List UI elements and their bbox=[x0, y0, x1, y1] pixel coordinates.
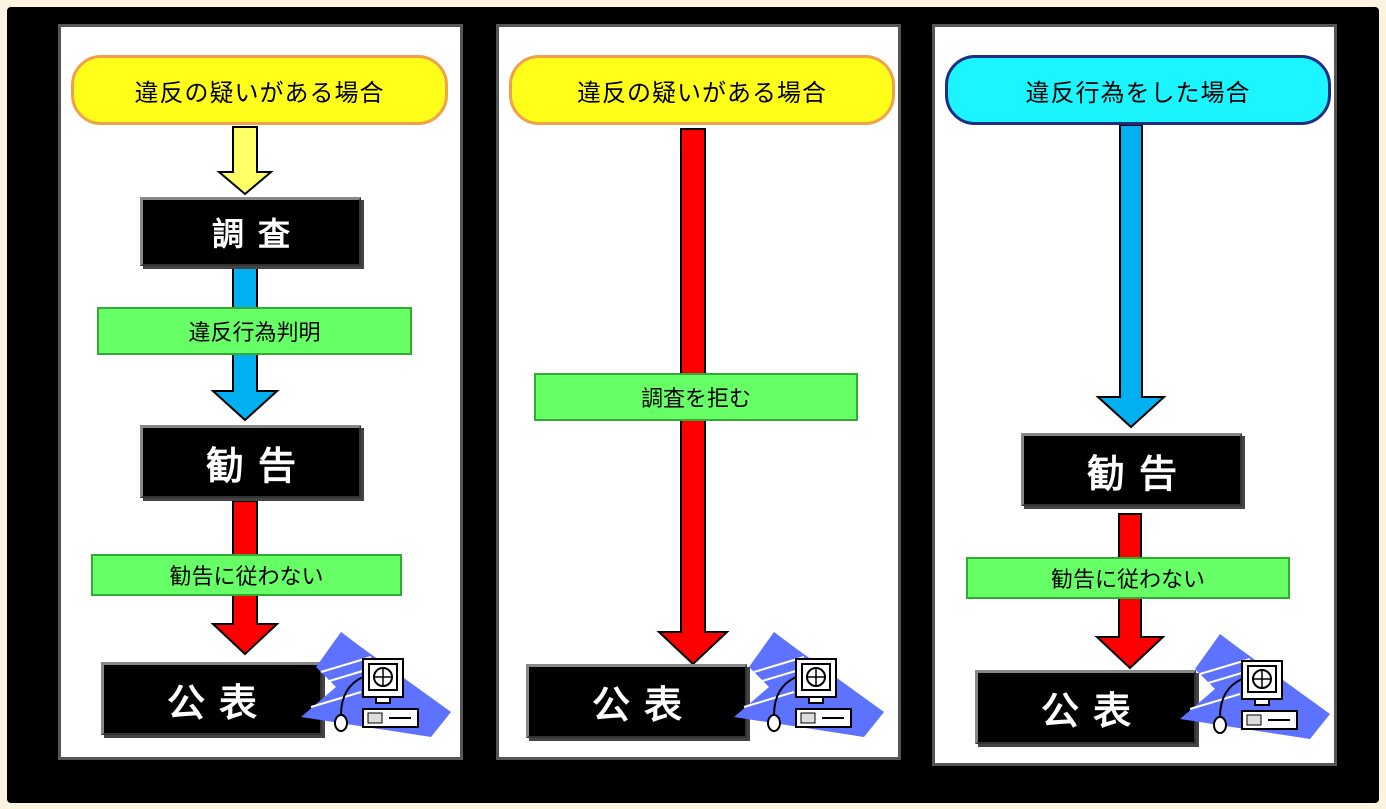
panel-1: 違反の疑いがある場合 調査 違反行為判明 勧告 勧告に従わない 公表 bbox=[58, 24, 463, 760]
step-publication: 公表 bbox=[101, 662, 322, 735]
label-violation-found: 違反行為判明 bbox=[97, 307, 412, 355]
step-recommendation: 勧告 bbox=[1021, 433, 1242, 506]
step-recommendation: 勧告 bbox=[140, 425, 361, 498]
label-refuse-investigation: 調査を拒む bbox=[534, 373, 858, 421]
step-publication: 公表 bbox=[526, 664, 747, 738]
computer-clipart-icon bbox=[734, 632, 884, 737]
step-investigation: 調査 bbox=[140, 197, 361, 266]
condition-pill: 違反行為をした場合 bbox=[945, 55, 1331, 125]
yellow-down-arrow bbox=[216, 126, 274, 196]
panel-3: 違反行為をした場合 勧告 勧告に従わない 公表 bbox=[932, 24, 1337, 766]
computer-clipart-icon bbox=[301, 632, 451, 737]
label-ignore-recommendation: 勧告に従わない bbox=[91, 554, 402, 596]
step-publication: 公表 bbox=[975, 670, 1196, 744]
panel-2: 違反の疑いがある場合 調査を拒む 公表 bbox=[496, 24, 901, 760]
condition-pill: 違反の疑いがある場合 bbox=[509, 55, 895, 125]
label-ignore-recommendation: 勧告に従わない bbox=[966, 557, 1290, 599]
blue-down-arrow bbox=[1095, 124, 1167, 429]
computer-clipart-icon bbox=[1180, 634, 1330, 739]
condition-pill: 違反の疑いがある場合 bbox=[71, 55, 448, 125]
